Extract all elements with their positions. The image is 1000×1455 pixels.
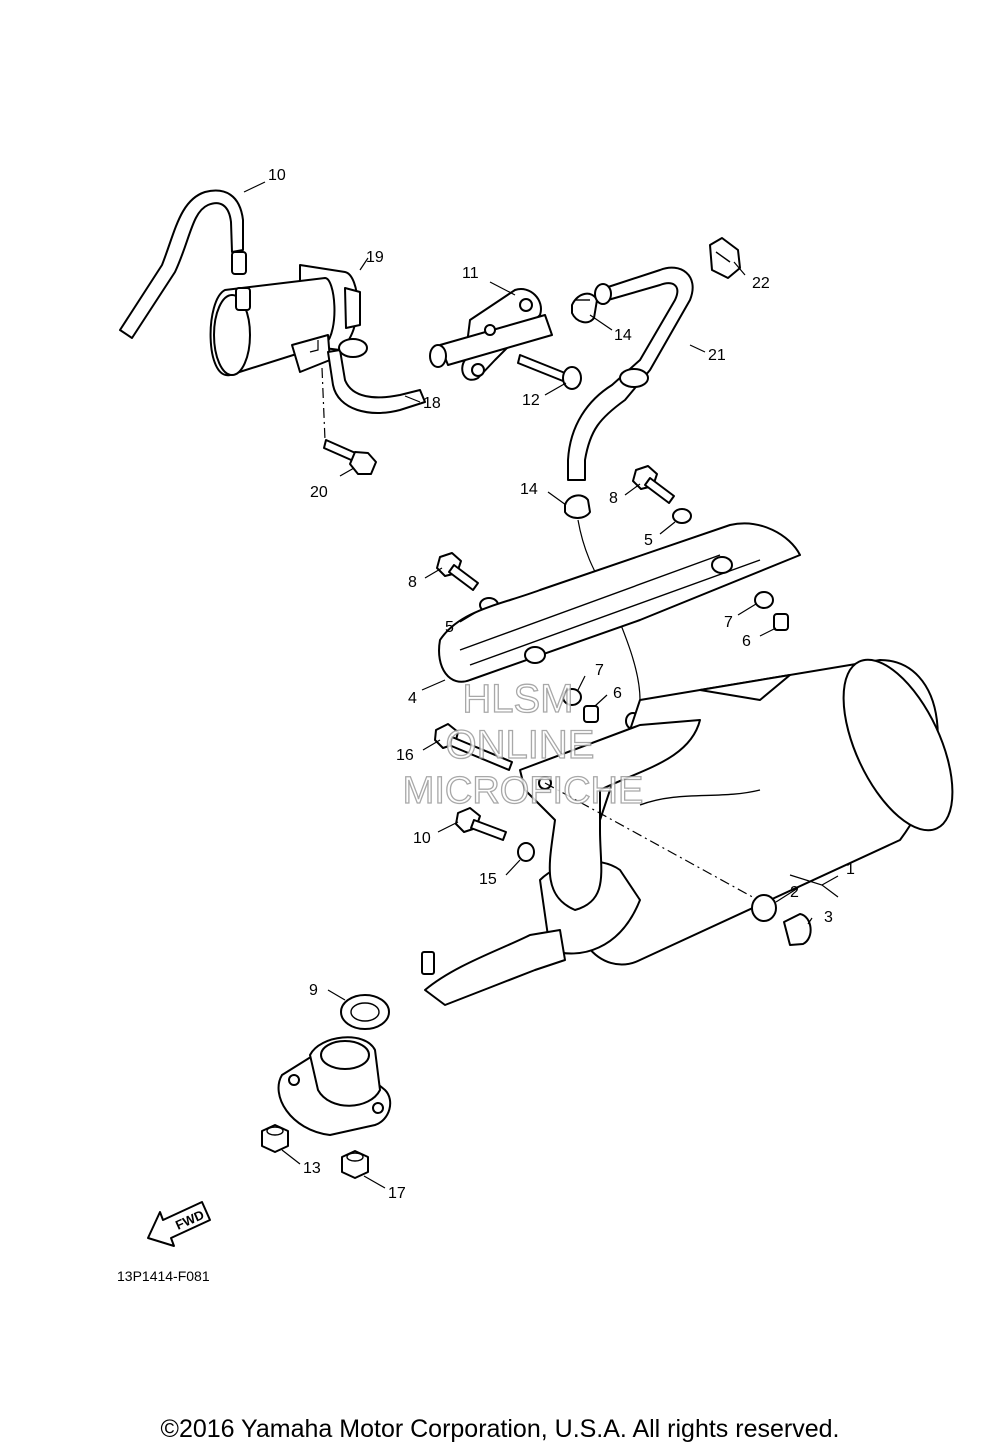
callout-2: 2 [790, 884, 799, 901]
screw-17 [517, 354, 582, 390]
hose-21 [567, 266, 694, 481]
callout-9: 9 [309, 982, 318, 999]
collar-7-left [562, 688, 582, 706]
callout-10-right: 17 [388, 1185, 406, 1202]
fwd-arrow-icon: FWD [147, 1201, 211, 1247]
copyright-notice: ©2016 Yamaha Motor Corporation, U.S.A. A… [161, 1415, 840, 1443]
bolt-11 [455, 807, 507, 841]
hose-15 [119, 189, 247, 339]
nut-10-left [261, 1124, 289, 1153]
callout-3: 3 [824, 909, 833, 926]
valve-16 [429, 288, 553, 381]
leader-lines [243, 181, 839, 1189]
callout-15: 10 [268, 167, 286, 184]
watermark: HLSM ONLINE MICROFICHE [402, 676, 644, 812]
damper-6-left [583, 705, 599, 723]
callout-13: 16 [396, 747, 414, 764]
bolt-13 [434, 723, 513, 771]
callout-22: 22 [752, 275, 770, 292]
callout-5-upper: 5 [644, 532, 653, 549]
callout-4: 4 [408, 690, 417, 707]
clamp-14-upper [571, 292, 598, 324]
callout-7-left: 7 [595, 662, 604, 679]
callout-14-upper: 14 [614, 327, 632, 344]
clip-22 [709, 237, 741, 279]
watermark-line-3: MICROFICHE [403, 770, 644, 812]
callout-11: 10 [413, 830, 431, 847]
callout-7-right: 7 [724, 614, 733, 631]
callout-12: 15 [479, 871, 497, 888]
damper-2 [751, 894, 777, 922]
callout-1: 1 [846, 861, 855, 878]
callout-16: 11 [462, 265, 479, 282]
washer-12 [517, 842, 535, 862]
callout-10-left: 13 [303, 1160, 321, 1177]
callout-17: 12 [522, 392, 540, 409]
clamp-14-lower [564, 494, 591, 519]
callout-8-upper: 8 [609, 490, 618, 507]
diagram-code: 13P1414-F081 [117, 1268, 210, 1284]
callout-6-right: 6 [742, 633, 751, 650]
callout-6-left: 6 [613, 685, 622, 702]
nut-10-right [341, 1150, 369, 1179]
washer-5-upper [672, 508, 692, 524]
watermark-line-1: HLSM [462, 677, 573, 721]
callout-21: 21 [708, 347, 726, 364]
collar-7-right [754, 591, 774, 609]
gasket-9 [340, 994, 390, 1030]
muffler-1 [421, 658, 954, 1006]
callout-20: 20 [310, 484, 328, 501]
heat-protector-4 [438, 522, 801, 683]
bolt-8-upper [632, 465, 675, 504]
callout-14-lower: 14 [520, 481, 538, 498]
callout-labels: 10 19 11 22 14 21 12 18 20 14 8 5 8 5 7 … [268, 167, 855, 1202]
callout-19: 19 [366, 249, 384, 266]
collar-3 [783, 913, 812, 946]
callout-8-lower: 8 [408, 574, 417, 591]
exhaust-flange [277, 1036, 392, 1136]
callout-5-lower: 5 [445, 619, 454, 636]
hose-18 [327, 338, 426, 414]
watermark-line-2: ONLINE [446, 723, 595, 767]
damper-6-right [773, 613, 789, 631]
callout-18: 18 [423, 395, 441, 412]
bolt-8-lower [436, 552, 479, 591]
canister-19 [209, 264, 361, 377]
bolt-20 [323, 439, 377, 475]
